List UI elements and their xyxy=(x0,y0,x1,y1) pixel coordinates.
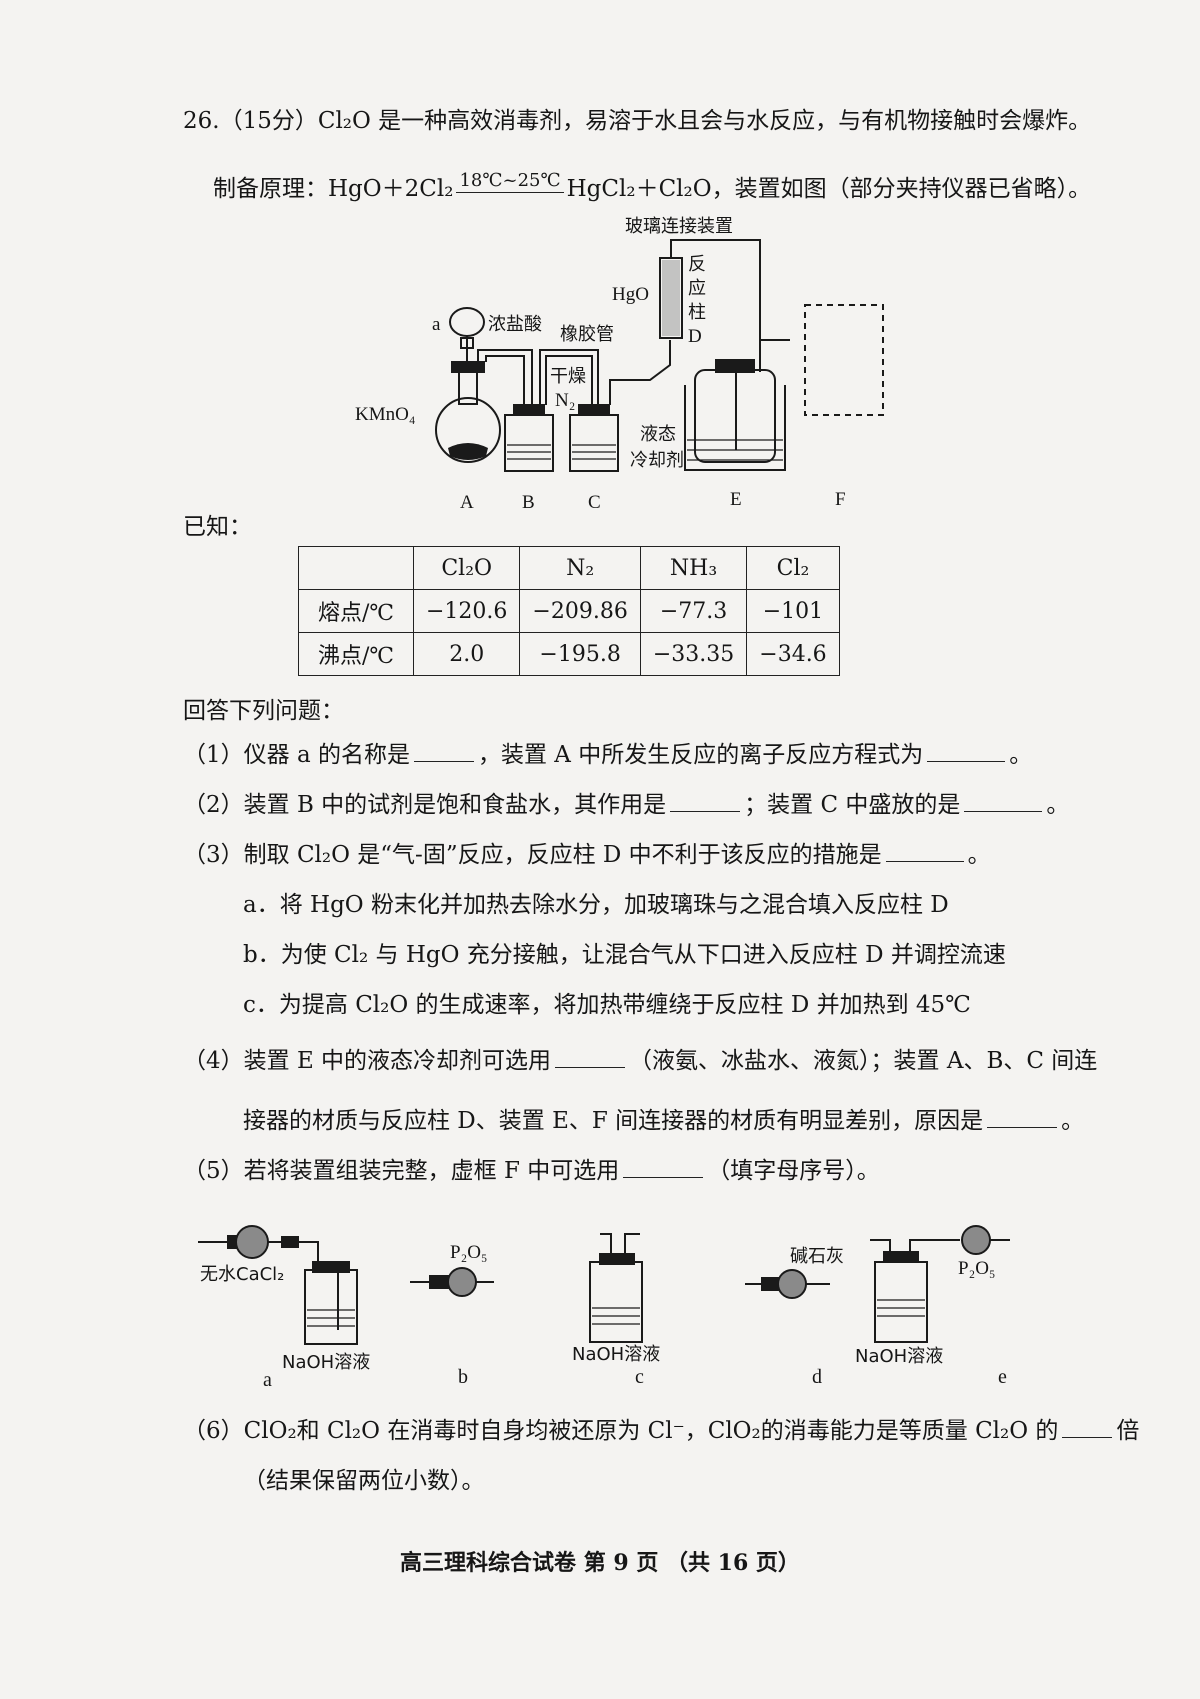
table-cell: −34.6 xyxy=(746,632,840,676)
q3-option-a: a．将 HgO 粉末化并加热去除水分，加玻璃珠与之混合填入反应柱 D xyxy=(243,892,949,918)
label-dry: 干燥 xyxy=(550,366,586,387)
q2-part-a: （2）装置 B 中的试剂是饱和食盐水，其作用是 xyxy=(183,792,667,818)
table-header-cell xyxy=(298,546,414,590)
answer-blank[interactable] xyxy=(987,1109,1058,1128)
q3-part-b: 。 xyxy=(967,842,991,868)
option-letter-a: a xyxy=(263,1369,272,1391)
letter-a-upper: A xyxy=(460,492,474,513)
table-row: 沸点/℃ 2.0 −195.8 −33.35 −34.6 xyxy=(298,632,840,676)
answer-blank[interactable] xyxy=(964,793,1043,812)
option-letter-c: c xyxy=(635,1366,644,1388)
answer-blank[interactable] xyxy=(927,743,1006,762)
question-5: （5）若将装置组装完整，虚框 F 中可选用 （填字母序号）。 xyxy=(183,1158,880,1186)
question-1: （1）仪器 a 的名称是 ，装置 A 中所发生反应的离子反应方程式为 。 xyxy=(183,742,1032,770)
answer-blank[interactable] xyxy=(623,1159,704,1178)
label-conc-hcl: 浓盐酸 xyxy=(488,314,542,335)
q2-part-c: 。 xyxy=(1046,792,1070,818)
q4-part-b: （液氨、冰盐水、液氮）；装置 A、B、C 间连 xyxy=(629,1048,1098,1074)
label-hgo: HgO xyxy=(612,284,649,305)
letter-f-upper: F xyxy=(835,489,846,510)
answer-blank[interactable] xyxy=(885,843,964,862)
q3-part-a: （3）制取 Cl₂O 是“气-固”反应，反应柱 D 中不利于该反应的措施是 xyxy=(183,842,882,868)
question-4-line-2: 接器的材质与反应柱 D、装置 E、F 间连接器的材质有明显差别，原因是 。 xyxy=(243,1108,1084,1136)
question-4-line-1: （4）装置 E 中的液态冷却剂可选用 （液氨、冰盐水、液氮）；装置 A、B、C 间… xyxy=(183,1048,1097,1076)
table-cell: −209.86 xyxy=(519,589,641,633)
table-cell: 沸点/℃ xyxy=(298,632,414,676)
letter-b-upper: B xyxy=(522,492,535,513)
label-glass-connector: 玻璃连接装置 xyxy=(625,216,733,237)
label-naoh-e: NaOH溶液 xyxy=(855,1346,943,1367)
label-cacl2: 无水CaCl₂ xyxy=(200,1264,284,1285)
q6-note: （结果保留两位小数）。 xyxy=(243,1468,485,1494)
label-column-3: 柱 xyxy=(688,302,706,323)
q2-part-b: ；装置 C 中盛放的是 xyxy=(744,792,961,818)
label-n2: N₂ xyxy=(555,390,575,411)
known-label: 已知： xyxy=(183,514,252,540)
label-instrument-a: a xyxy=(432,314,441,335)
label-column-4: D xyxy=(688,326,702,347)
label-coolant-2: 冷却剂 xyxy=(630,450,684,471)
question-26-intro: 26.（15分）Cl₂O 是一种高效消毒剂，易溶于水且会与水反应，与有机物接触时… xyxy=(183,108,1092,134)
q1-part-b: ，装置 A 中所发生反应的离子反应方程式为 xyxy=(477,742,924,768)
table-cell: −101 xyxy=(746,589,840,633)
question-3: （3）制取 Cl₂O 是“气-固”反应，反应柱 D 中不利于该反应的措施是 。 xyxy=(183,842,991,870)
q5-part-b: （填字母序号）。 xyxy=(707,1158,880,1184)
apparatus-diagram: 玻璃连接装置 a 浓盐酸 橡胶管 HgO 反 应 柱 D 干燥 N₂ KMnO₄… xyxy=(355,216,884,513)
label-kmno4: KMnO₄ xyxy=(355,404,415,425)
q3-option-c: c．为提高 Cl₂O 的生成速率，将加热带缠绕于反应柱 D 并加热到 45℃ xyxy=(243,992,971,1018)
label-column-1: 反 xyxy=(688,254,706,275)
label-naoh-c: NaOH溶液 xyxy=(572,1344,660,1365)
label-column-2: 应 xyxy=(688,278,706,299)
q6-part-a: （6）ClO₂和 Cl₂O 在消毒时自身均被还原为 Cl⁻，ClO₂的消毒能力是… xyxy=(183,1418,1059,1444)
options-figure: 无水CaCl₂ NaOH溶液 P₂O₅ NaOH溶液 碱石灰 P₂O₅ NaOH… xyxy=(198,1225,1010,1370)
properties-table: Cl₂O N₂ NH₃ Cl₂ 熔点/℃ −120.6 −209.86 −77.… xyxy=(298,546,840,676)
table-cell: −77.3 xyxy=(639,589,748,633)
principle-suffix: HgCl₂＋Cl₂O，装置如图（部分夹持仪器已省略）。 xyxy=(566,176,1092,202)
q4-part-d: 。 xyxy=(1061,1108,1085,1134)
answer-blank[interactable] xyxy=(555,1049,626,1068)
label-p2o5-b: P₂O₅ xyxy=(450,1242,488,1263)
table-row: 熔点/℃ −120.6 −209.86 −77.3 −101 xyxy=(298,589,840,633)
option-letter-e: e xyxy=(998,1366,1007,1388)
label-naoh-a: NaOH溶液 xyxy=(282,1352,370,1370)
q6-part-b: 倍 xyxy=(1116,1418,1140,1444)
letter-c-upper: C xyxy=(588,492,601,513)
label-rubber-tube: 橡胶管 xyxy=(560,324,614,345)
answer-blank[interactable] xyxy=(1062,1419,1113,1438)
answer-blank[interactable] xyxy=(413,743,474,762)
q3-option-b: b．为使 Cl₂ 与 HgO 充分接触，让混合气从下口进入反应柱 D 并调控流速 xyxy=(243,942,1006,968)
q1-part-a: （1）仪器 a 的名称是 xyxy=(183,742,410,768)
table-cell: 2.0 xyxy=(412,632,521,676)
label-p2o5-e: P₂O₅ xyxy=(958,1258,996,1279)
table-cell: −33.35 xyxy=(639,632,748,676)
table-cell: −195.8 xyxy=(519,632,641,676)
table-header-cell: NH₃ xyxy=(639,546,748,590)
principle-prefix: 制备原理：HgO＋2Cl₂ xyxy=(213,176,454,202)
letter-e-upper: E xyxy=(730,489,742,510)
reaction-condition: 18℃~25℃ xyxy=(456,170,564,193)
question-2: （2）装置 B 中的试剂是饱和食盐水，其作用是 ；装置 C 中盛放的是 。 xyxy=(183,792,1069,820)
question-6: （6）ClO₂和 Cl₂O 在消毒时自身均被还原为 Cl⁻，ClO₂的消毒能力是… xyxy=(183,1418,1139,1446)
option-letter-d: d xyxy=(812,1366,822,1388)
answer-blank[interactable] xyxy=(670,793,741,812)
table-header-cell: Cl₂ xyxy=(746,546,840,590)
q4-part-a: （4）装置 E 中的液态冷却剂可选用 xyxy=(183,1048,552,1074)
label-sodalime: 碱石灰 xyxy=(790,1246,844,1267)
option-letter-b: b xyxy=(458,1366,468,1388)
page-footer: 高三理科综合试卷 第 9 页 （共 16 页） xyxy=(400,1550,800,1576)
q5-part-a: （5）若将装置组装完整，虚框 F 中可选用 xyxy=(183,1158,620,1184)
table-cell: −120.6 xyxy=(412,589,521,633)
answer-prompt: 回答下列问题： xyxy=(183,698,344,724)
table-header-cell: N₂ xyxy=(519,546,641,590)
label-coolant-1: 液态 xyxy=(640,424,676,445)
table-header-cell: Cl₂O xyxy=(412,546,521,590)
q1-part-c: 。 xyxy=(1009,742,1033,768)
q4-part-c: 接器的材质与反应柱 D、装置 E、F 间连接器的材质有明显差别，原因是 xyxy=(243,1108,984,1134)
table-cell: 熔点/℃ xyxy=(298,589,414,633)
table-header-row: Cl₂O N₂ NH₃ Cl₂ xyxy=(298,546,840,590)
